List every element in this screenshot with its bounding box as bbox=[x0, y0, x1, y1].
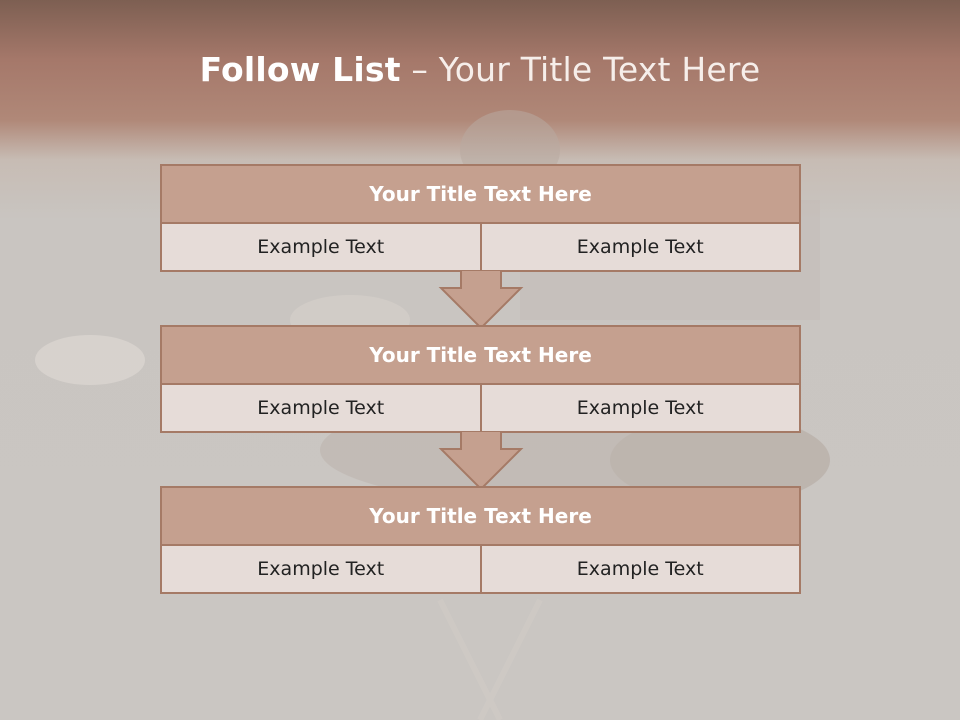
slide-title-bold: Follow List bbox=[199, 50, 401, 89]
block-cell-right: Example Text bbox=[479, 224, 799, 270]
down-arrow-icon bbox=[438, 431, 524, 491]
block-row: Example Text Example Text bbox=[162, 224, 799, 270]
list-block-1: Your Title Text Here Example Text Exampl… bbox=[160, 164, 801, 272]
down-arrow-icon bbox=[438, 270, 524, 330]
block-row: Example Text Example Text bbox=[162, 385, 799, 431]
block-title: Your Title Text Here bbox=[162, 327, 799, 385]
block-row: Example Text Example Text bbox=[162, 546, 799, 592]
block-cell-left: Example Text bbox=[162, 385, 480, 431]
list-block-2: Your Title Text Here Example Text Exampl… bbox=[160, 325, 801, 433]
list-block-3: Your Title Text Here Example Text Exampl… bbox=[160, 486, 801, 594]
slide-title: Follow List – Your Title Text Here bbox=[0, 50, 960, 89]
slide-title-rest: – Your Title Text Here bbox=[400, 50, 761, 89]
block-cell-left: Example Text bbox=[162, 224, 480, 270]
block-cell-right: Example Text bbox=[479, 546, 799, 592]
block-cell-right: Example Text bbox=[479, 385, 799, 431]
block-title: Your Title Text Here bbox=[162, 488, 799, 546]
block-cell-left: Example Text bbox=[162, 546, 480, 592]
block-title: Your Title Text Here bbox=[162, 166, 799, 224]
